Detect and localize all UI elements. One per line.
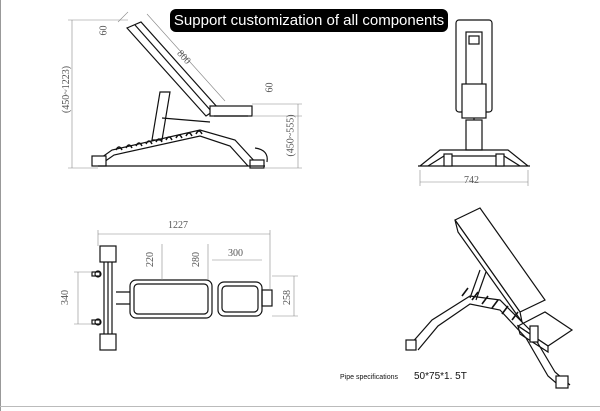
dim-back-pad-width: 280 (191, 252, 202, 267)
pipe-spec-label: Pipe specifications (340, 374, 398, 381)
dim-seat-height-range: (450~555) (285, 114, 297, 157)
left-border (0, 0, 1, 411)
front-view-drawing (418, 19, 530, 186)
top-view-drawing (74, 230, 298, 351)
dim-seat-thickness: 60 (264, 82, 276, 93)
perspective-view-drawing (405, 207, 574, 389)
dim-front-width: 742 (464, 175, 479, 186)
dim-seat-width: 220 (145, 252, 156, 267)
pipe-spec-value: 50*75*1. 5T (414, 371, 467, 382)
dim-rear-width: 258 (282, 290, 293, 305)
dim-frame-width: 340 (60, 290, 71, 305)
bottom-border (0, 406, 600, 407)
side-view-drawing (68, 11, 302, 169)
dim-total-length: 1227 (168, 220, 188, 231)
dim-back-width: 60 (98, 25, 110, 36)
dim-seat-length: 300 (228, 248, 243, 259)
customization-banner: Support customization of all components (170, 9, 448, 32)
dim-height-range: (450~1223) (61, 65, 73, 114)
